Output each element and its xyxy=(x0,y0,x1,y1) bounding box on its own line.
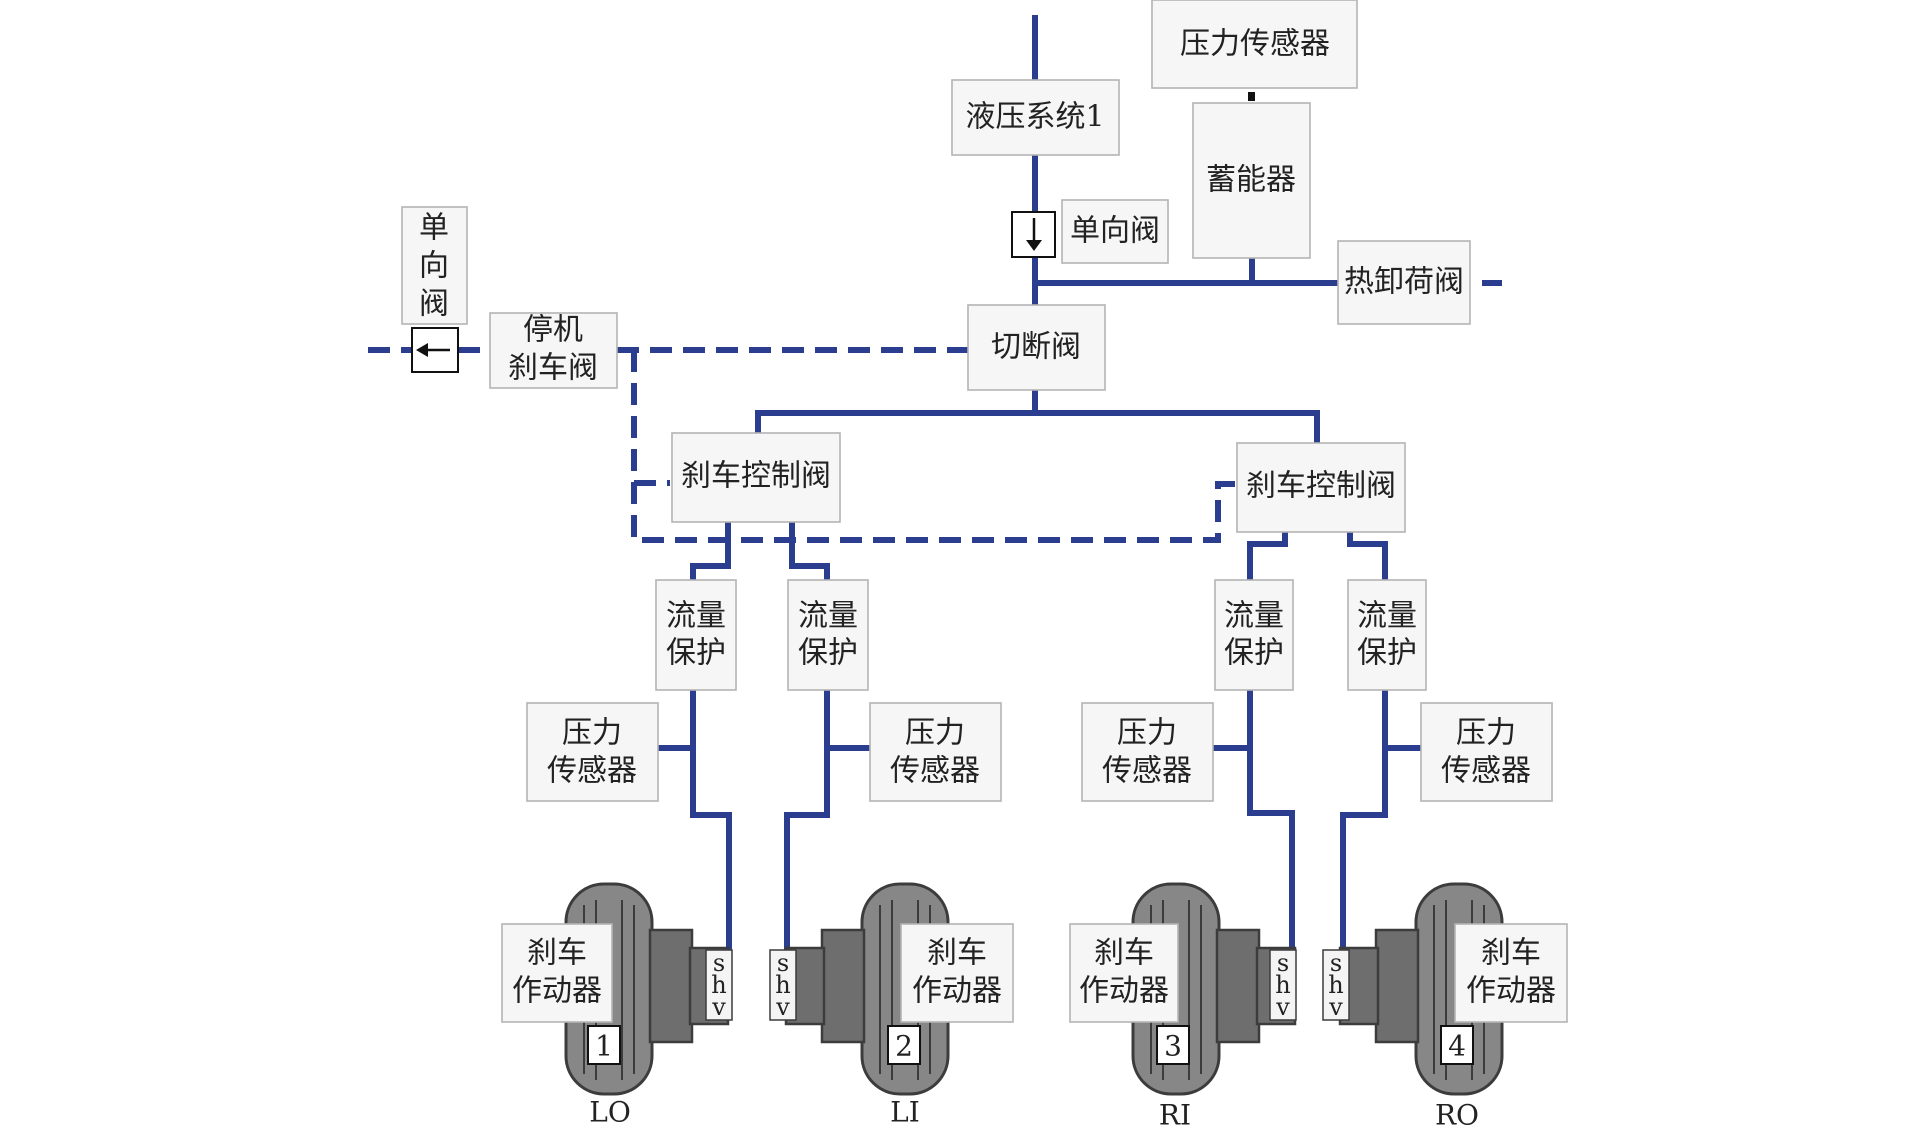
actuator-port-1 xyxy=(705,949,733,1021)
svg-text:s: s xyxy=(777,949,789,977)
svg-text:阀: 阀 xyxy=(419,287,449,322)
svg-text:刹车: 刹车 xyxy=(1481,936,1541,971)
brake-control-valve-right: 刹车控制阀 xyxy=(1236,442,1406,533)
svg-text:h: h xyxy=(1275,971,1290,999)
svg-text:传感器: 传感器 xyxy=(1441,754,1531,789)
shutoff-valve: 切断阀 xyxy=(967,304,1106,391)
check-valve-left-symbol xyxy=(411,327,459,373)
svg-text:s: s xyxy=(713,949,725,977)
svg-text:压力传感器: 压力传感器 xyxy=(1180,27,1330,62)
svg-text:刹车阀: 刹车阀 xyxy=(508,351,598,386)
svg-text:单: 单 xyxy=(419,211,449,246)
parking-brake-lines xyxy=(368,280,1502,543)
wheel-2-li: s h v 刹车 作动器 2 LI xyxy=(769,882,1014,1129)
actuator-port-3 xyxy=(1269,949,1297,1021)
svg-text:LO: LO xyxy=(589,1096,631,1129)
svg-text:RI: RI xyxy=(1159,1099,1191,1132)
svg-text:h: h xyxy=(1328,971,1343,999)
svg-text:液压系统1: 液压系统1 xyxy=(965,100,1104,135)
svg-text:h: h xyxy=(775,971,790,999)
actuator-port-4 xyxy=(1322,949,1350,1021)
wheel-3-ri: s h v 刹车 作动器 3 RI xyxy=(1069,882,1297,1132)
svg-text:4: 4 xyxy=(1448,1030,1466,1063)
svg-text:停机: 停机 xyxy=(523,313,583,348)
svg-text:刹车: 刹车 xyxy=(1094,936,1154,971)
svg-text:刹车控制阀: 刹车控制阀 xyxy=(681,459,831,494)
parking-brake-valve: 停机 刹车阀 xyxy=(489,312,618,389)
hydraulic-system-1: 液压系统1 xyxy=(951,79,1120,156)
wheel-4-ro: s h v 刹车 作动器 4 RO xyxy=(1322,882,1568,1132)
svg-text:1: 1 xyxy=(595,1030,613,1063)
svg-text:h: h xyxy=(711,971,726,999)
svg-text:传感器: 传感器 xyxy=(1102,754,1192,789)
svg-text:v: v xyxy=(711,993,726,1021)
svg-text:流量: 流量 xyxy=(1224,599,1284,634)
svg-text:作动器: 作动器 xyxy=(912,974,1002,1009)
thermal-relief-valve: 热卸荷阀 xyxy=(1337,240,1471,325)
svg-text:v: v xyxy=(1328,993,1343,1021)
svg-text:压力: 压力 xyxy=(562,716,622,751)
svg-text:作动器: 作动器 xyxy=(512,974,602,1009)
pressure-sensor-1: 压力 传感器 xyxy=(526,702,659,802)
check-valve-left: 单 向 阀 xyxy=(401,206,468,325)
check-valve-main: 单向阀 xyxy=(1061,199,1169,264)
check-valve-main-symbol xyxy=(1011,211,1056,258)
sensor-accumulator-link xyxy=(1248,92,1255,101)
svg-text:流量: 流量 xyxy=(666,599,726,634)
svg-text:保护: 保护 xyxy=(1224,636,1284,671)
pressure-sensor-3: 压力 传感器 xyxy=(1081,702,1214,802)
accumulator: 蓄能器 xyxy=(1192,102,1311,259)
wheel-1-lo: s h v 刹车 作动器 1 LO xyxy=(501,882,733,1129)
pressure-sensor-4: 压力 传感器 xyxy=(1420,702,1553,802)
pressure-sensor-2: 压力 传感器 xyxy=(869,702,1002,802)
svg-text:单向阀: 单向阀 xyxy=(1070,214,1160,249)
svg-text:刹车控制阀: 刹车控制阀 xyxy=(1246,469,1396,504)
svg-text:蓄能器: 蓄能器 xyxy=(1206,163,1296,198)
svg-text:流量: 流量 xyxy=(798,599,858,634)
svg-text:3: 3 xyxy=(1164,1030,1182,1063)
brake-control-valve-left: 刹车控制阀 xyxy=(671,432,841,523)
svg-text:流量: 流量 xyxy=(1357,599,1417,634)
actuator-port-2 xyxy=(769,949,797,1021)
flow-protector-3: 流量 保护 xyxy=(1214,579,1294,691)
svg-text:作动器: 作动器 xyxy=(1466,974,1556,1009)
svg-text:刹车: 刹车 xyxy=(927,936,987,971)
svg-text:s: s xyxy=(1330,949,1342,977)
svg-text:v: v xyxy=(1275,993,1290,1021)
svg-text:作动器: 作动器 xyxy=(1079,974,1169,1009)
svg-text:热卸荷阀: 热卸荷阀 xyxy=(1344,265,1464,300)
svg-text:LI: LI xyxy=(890,1096,920,1129)
flow-protector-1: 流量 保护 xyxy=(655,579,737,691)
svg-text:2: 2 xyxy=(895,1030,913,1063)
svg-text:保护: 保护 xyxy=(798,636,858,671)
svg-text:s: s xyxy=(1277,949,1289,977)
svg-text:切断阀: 切断阀 xyxy=(991,330,1081,365)
svg-text:传感器: 传感器 xyxy=(890,754,980,789)
supply-pipes xyxy=(658,15,1421,950)
svg-text:传感器: 传感器 xyxy=(547,754,637,789)
flow-protector-4: 流量 保护 xyxy=(1347,579,1427,691)
svg-text:RO: RO xyxy=(1435,1099,1479,1132)
svg-text:保护: 保护 xyxy=(666,636,726,671)
svg-text:保护: 保护 xyxy=(1357,636,1417,671)
svg-text:压力: 压力 xyxy=(1117,716,1177,751)
svg-text:刹车: 刹车 xyxy=(527,936,587,971)
flow-protector-2: 流量 保护 xyxy=(787,579,869,691)
svg-text:向: 向 xyxy=(419,249,449,284)
svg-text:v: v xyxy=(775,993,790,1021)
svg-text:压力: 压力 xyxy=(1456,716,1516,751)
svg-text:压力: 压力 xyxy=(905,716,965,751)
pressure-sensor-top: 压力传感器 xyxy=(1151,0,1358,89)
